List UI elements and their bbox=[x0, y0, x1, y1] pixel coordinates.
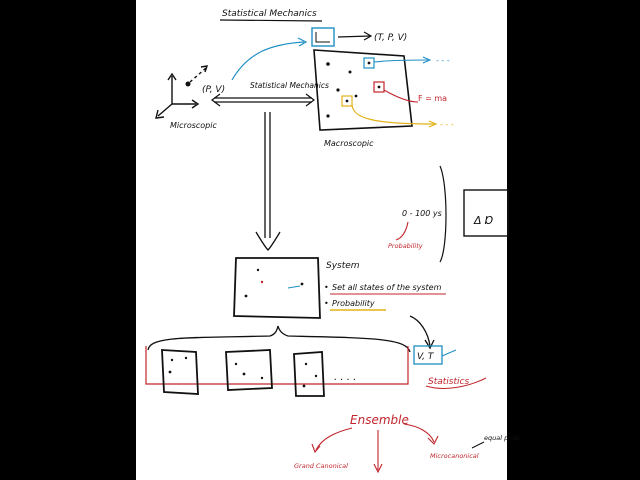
blue-arrowhead bbox=[297, 37, 308, 47]
state-variables: (T, P, V) bbox=[374, 33, 407, 43]
svg-text:- - -: - - - bbox=[440, 120, 454, 129]
ensemble-ellipsis: . . . . bbox=[334, 372, 356, 383]
particle bbox=[377, 85, 381, 89]
state-arrow bbox=[337, 35, 371, 38]
particle bbox=[326, 114, 330, 118]
side-box-glyph: Δ Ɒ bbox=[473, 214, 494, 227]
macroscopic-label: Macroscopic bbox=[324, 139, 374, 148]
statistics-underline bbox=[425, 377, 487, 389]
particle bbox=[348, 70, 352, 74]
side-probability: Probability bbox=[388, 242, 423, 250]
ensemble-label: Ensemble bbox=[350, 413, 409, 427]
microscopic-axes bbox=[155, 65, 209, 119]
side-bracket bbox=[439, 165, 447, 263]
equal-prob-label: equal prob. bbox=[484, 434, 521, 442]
double-arrow bbox=[211, 93, 315, 107]
yellow-highlight-box bbox=[341, 95, 353, 107]
down-double-arrow bbox=[255, 112, 281, 251]
newton-law: F = ma bbox=[418, 94, 447, 103]
grand-canonical-label: Grand Canonical bbox=[294, 462, 348, 470]
sample-mini-axes bbox=[315, 32, 330, 43]
system-bullet-2-text: Probability bbox=[332, 299, 375, 308]
ensemble-box-1 bbox=[161, 349, 199, 395]
title-text: Statistical Mechanics bbox=[222, 9, 317, 19]
statistics-label: Statistics bbox=[428, 377, 469, 387]
blue-curve-arrow bbox=[231, 41, 305, 81]
statistics-arrow bbox=[409, 315, 431, 347]
branch-right bbox=[403, 423, 435, 443]
blue-trajectory bbox=[373, 59, 429, 63]
ensemble-red-frame bbox=[145, 346, 409, 385]
vt-box bbox=[413, 345, 443, 365]
system-bullet-1: • bbox=[324, 283, 329, 292]
system-bullet-1-text: Set all states of the system bbox=[332, 283, 442, 292]
particle bbox=[345, 99, 349, 103]
system-label: System bbox=[326, 261, 360, 271]
particle bbox=[326, 62, 330, 66]
title-underline bbox=[219, 19, 323, 22]
system-box bbox=[233, 257, 321, 319]
microcanonical-label: Microcanonical bbox=[430, 452, 479, 460]
state-arrowhead bbox=[363, 31, 373, 41]
system-bullet-2: • bbox=[324, 299, 329, 308]
macroscopic-box bbox=[313, 49, 413, 131]
particle-dot bbox=[185, 81, 191, 87]
side-box bbox=[463, 189, 509, 237]
red-trajectory bbox=[383, 89, 419, 103]
time-scale: 0 - 100 ys bbox=[402, 209, 442, 218]
ensemble-brace bbox=[147, 325, 411, 353]
red-highlight-box bbox=[373, 81, 385, 93]
vt-label: V, T bbox=[417, 352, 435, 362]
blue-highlight-box bbox=[363, 57, 375, 69]
phase-point-label: (P, V) bbox=[202, 85, 225, 95]
particle bbox=[367, 61, 371, 65]
stat-mech-arrow-label: Statistical Mechanics bbox=[250, 81, 329, 90]
probability-pointer bbox=[395, 221, 409, 241]
branch-left bbox=[315, 427, 353, 451]
yellow-trajectory bbox=[351, 103, 435, 125]
microscopic-label: Microscopic bbox=[170, 121, 217, 130]
particle bbox=[354, 94, 358, 98]
svg-text:- - -: - - - bbox=[436, 56, 450, 65]
ensemble-box-3 bbox=[293, 351, 325, 397]
ensemble-box-2 bbox=[225, 349, 273, 391]
particle bbox=[336, 88, 340, 92]
small-sample-box bbox=[311, 27, 335, 47]
